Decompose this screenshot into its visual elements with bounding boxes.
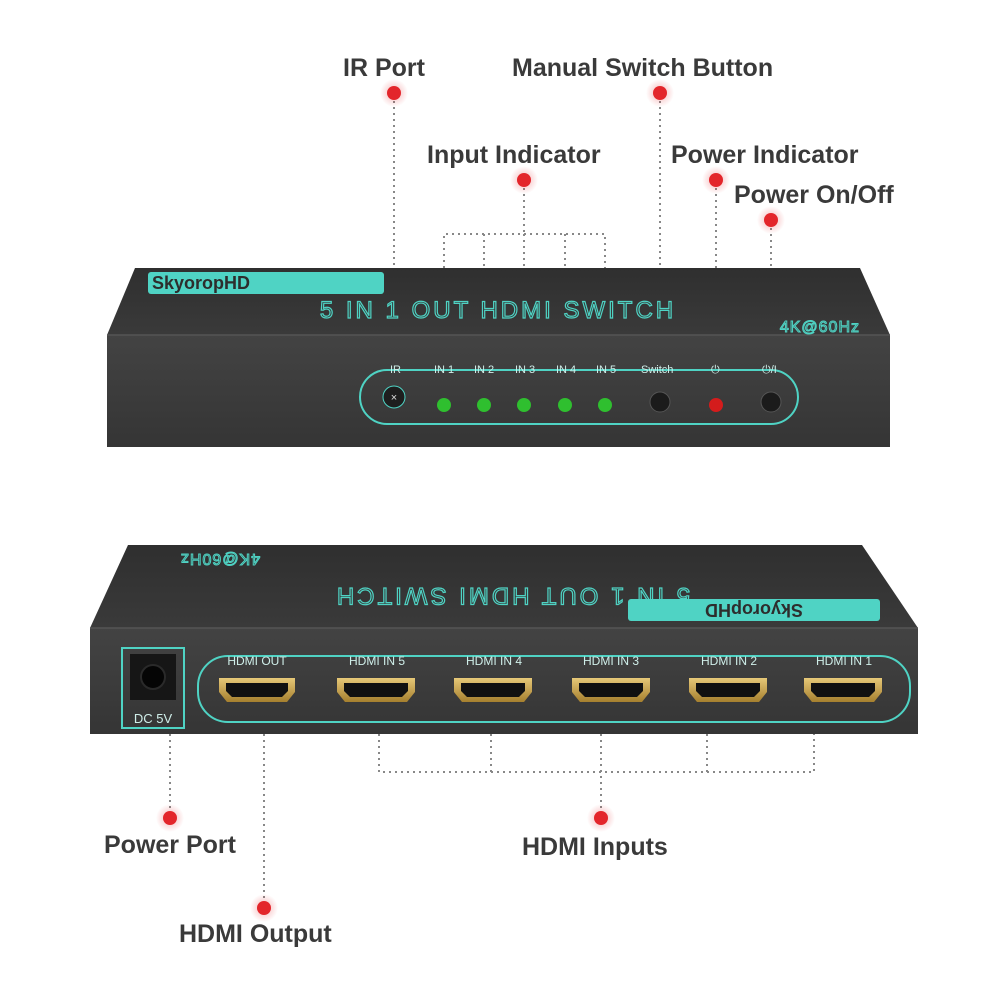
label-hdmi-in4: HDMI IN 4 [466, 654, 522, 668]
callout-power-indicator: Power Indicator [671, 141, 859, 169]
hdmi-in3-port[interactable] [572, 678, 650, 702]
label-switch: Switch [641, 364, 673, 376]
led-in5 [598, 398, 612, 412]
front-unit: SkyoropHD 5 IN 1 OUT HDMI SWITCH 4K@60Hz… [107, 268, 890, 447]
callout-input-indicator: Input Indicator [427, 141, 601, 169]
back-resolution: 4K@60Hz [180, 550, 260, 567]
front-brand-badge [148, 272, 384, 294]
led-in4 [558, 398, 572, 412]
front-markers [380, 79, 785, 234]
label-hdmi-in2: HDMI IN 2 [701, 654, 757, 668]
hdmi-in1-port[interactable] [804, 678, 882, 702]
callout-hdmi-output: HDMI Output [179, 920, 332, 948]
back-unit: 5 IN 1 OUT HDMI SWITCH 4K@60Hz SkyoropHD… [90, 545, 918, 734]
marker-manual-switch [653, 86, 667, 100]
label-in2: IN 2 [474, 364, 494, 376]
ir-port-mark: × [391, 392, 397, 404]
marker-input-indicator [517, 173, 531, 187]
label-hdmi-in3: HDMI IN 3 [583, 654, 639, 668]
power-onoff-button[interactable] [760, 391, 782, 413]
led-in1 [437, 398, 451, 412]
callout-power-on-off: Power On/Off [734, 181, 894, 209]
marker-power-indicator [709, 173, 723, 187]
label-in4: IN 4 [556, 364, 576, 376]
back-markers [156, 804, 615, 922]
label-power-onoff: ⏻/I [762, 364, 777, 376]
back-resolution-group: 4K@60Hz [179, 550, 260, 568]
back-brand: SkyoropHD [705, 600, 803, 620]
front-title: 5 IN 1 OUT HDMI SWITCH [320, 297, 676, 324]
dc-port-frame [121, 647, 185, 729]
front-resolution: 4K@60Hz [780, 319, 860, 336]
led-in3 [517, 398, 531, 412]
front-face [107, 335, 890, 447]
callout-hdmi-inputs: HDMI Inputs [522, 833, 668, 861]
marker-hdmi-inputs [594, 811, 608, 825]
dc-label: DC 5V [134, 711, 173, 726]
ir-port [382, 385, 406, 409]
power-port-jack [140, 664, 166, 690]
hdmi-out-port[interactable] [219, 678, 295, 702]
marker-power-port [163, 811, 177, 825]
label-in5: IN 5 [596, 364, 616, 376]
marker-power-onoff [764, 213, 778, 227]
label-in1: IN 1 [434, 364, 454, 376]
callout-power-port: Power Port [104, 831, 236, 859]
label-in3: IN 3 [515, 364, 535, 376]
back-callout-lines [169, 734, 815, 906]
hdmi-in2-port[interactable] [689, 678, 767, 702]
label-hdmi-in1: HDMI IN 1 [816, 654, 872, 668]
callout-ir-port: IR Port [343, 54, 425, 82]
power-indicator-led [709, 398, 723, 412]
hdmi-port-panel [197, 655, 911, 723]
front-control-panel [359, 369, 799, 425]
marker-hdmi-output [257, 901, 271, 915]
marker-ir-port [387, 86, 401, 100]
callout-manual-switch-button: Manual Switch Button [512, 54, 774, 82]
label-hdmi-in5: HDMI IN 5 [349, 654, 405, 668]
front-brand: SkyoropHD [152, 273, 250, 293]
led-in2 [477, 398, 491, 412]
back-brand-badge [628, 599, 880, 621]
manual-switch-button[interactable] [649, 391, 671, 413]
label-power-indicator: ⏻ [711, 364, 720, 376]
label-hdmi-out: HDMI OUT [227, 654, 287, 668]
hdmi-in5-port[interactable] [337, 678, 415, 702]
label-ir: IR [390, 364, 401, 376]
hdmi-in4-port[interactable] [454, 678, 532, 702]
